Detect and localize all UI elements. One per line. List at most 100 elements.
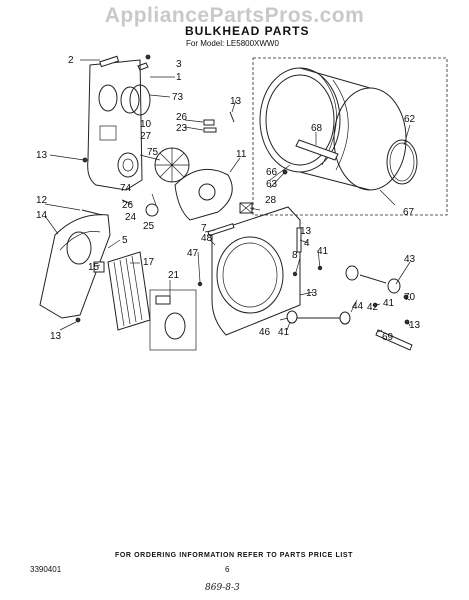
panel-opening-right [120, 86, 140, 114]
front-duct-opening [66, 231, 92, 265]
lint-filter-tab [99, 55, 120, 68]
callout-62: 62 [404, 114, 416, 125]
callout-13-mid: 13 [306, 288, 318, 299]
blower-vanes [155, 148, 189, 182]
callout-13-left: 13 [36, 150, 48, 161]
page-number: 6 [225, 565, 230, 574]
drum-seal-ring [386, 139, 418, 185]
drive-pulley [117, 152, 139, 178]
callout-numbers: 2 3 1 73 13 26 23 10 27 75 13 11 74 26 2… [36, 55, 421, 343]
callout-14: 14 [36, 210, 48, 221]
callout-11: 11 [236, 149, 247, 160]
callout-17: 17 [143, 257, 155, 268]
front-duct-curve [59, 231, 101, 251]
callout-28: 28 [265, 195, 277, 206]
blower-housing-port [198, 183, 216, 201]
model-label: For Model: LE5800XWW0 [186, 39, 279, 48]
document-number: 3390401 [30, 565, 62, 574]
diagram-title: BULKHEAD PARTS [185, 24, 310, 38]
seal-strip-7 [207, 223, 235, 237]
idler-arm [121, 199, 133, 205]
clip-3 [137, 62, 149, 71]
callout-46: 46 [259, 327, 271, 338]
callout-26-mid: 26 [122, 200, 134, 211]
thermostat-15 [93, 261, 105, 273]
callout-26-top: 26 [176, 112, 188, 123]
callout-24: 24 [125, 212, 137, 223]
callout-63: 63 [266, 179, 278, 190]
front-seal [129, 84, 151, 116]
callout-1: 1 [176, 72, 182, 83]
callout-66: 66 [266, 167, 278, 178]
screw-13-top [229, 111, 235, 123]
screw-13-right [404, 319, 410, 325]
harness-connector [155, 295, 171, 305]
callout-7: 7 [201, 223, 207, 234]
callout-74: 74 [120, 183, 132, 194]
callout-69: 69 [382, 332, 394, 343]
handwritten-note: 869-8-3 [205, 583, 240, 593]
callout-13-center: 13 [300, 226, 312, 237]
callout-13-bottom: 13 [50, 331, 62, 342]
panel-opening-left [98, 84, 118, 112]
callout-42: 42 [367, 302, 379, 313]
callout-2: 2 [68, 55, 74, 66]
roller-46 [286, 310, 298, 324]
bearing-23 [203, 127, 217, 133]
callout-5: 5 [122, 235, 128, 246]
screw-70 [403, 294, 409, 300]
leader-lines [44, 59, 411, 333]
vent-slot-4 [296, 227, 302, 253]
rear-bulkhead-inner [222, 242, 278, 308]
screw-47 [197, 281, 203, 287]
front-bulkhead-panel [87, 59, 143, 191]
screw-8 [292, 271, 298, 277]
bearing-26 [203, 119, 215, 126]
callout-48: 48 [201, 233, 213, 244]
callout-12: 12 [36, 195, 48, 206]
callout-13-right: 13 [409, 320, 421, 331]
rear-bulkhead-panel [211, 206, 301, 336]
callout-41-upper: 41 [317, 246, 329, 257]
callout-10: 10 [140, 119, 152, 130]
callout-70: 70 [404, 292, 416, 303]
callout-75: 75 [147, 147, 159, 158]
drum-outline-box [252, 57, 448, 216]
screw-13-bottom [75, 317, 81, 323]
callout-41-lower: 41 [278, 327, 290, 338]
front-bulkhead-group [87, 54, 151, 191]
harness-box [149, 289, 197, 351]
blower-housing [174, 168, 233, 221]
heater-duct-group [39, 209, 197, 351]
roller-44-lower [339, 311, 351, 325]
callout-43: 43 [404, 254, 416, 265]
drum-front-inner [265, 74, 335, 166]
callout-15: 15 [88, 262, 100, 273]
blower-group [82, 111, 253, 221]
callout-47: 47 [187, 248, 199, 259]
ordering-note: FOR ORDERING INFORMATION REFER TO PARTS … [115, 552, 354, 559]
callout-67: 67 [403, 207, 415, 218]
drum-seal-ring-inner [389, 142, 415, 182]
callout-21: 21 [168, 270, 180, 281]
front-duct-panel [39, 214, 111, 319]
drum-baffle [295, 139, 339, 161]
callout-68: 68 [311, 123, 323, 134]
harness-loop [164, 312, 186, 340]
screw-3 [145, 54, 151, 60]
callout-13-top: 13 [230, 96, 242, 107]
bracket-12 [81, 209, 103, 216]
callout-73: 73 [172, 92, 184, 103]
heater-coils [113, 255, 143, 327]
pad-28-cross [239, 202, 253, 214]
roller-shaft-upper [359, 274, 387, 284]
callout-23: 23 [176, 123, 188, 134]
callout-27: 27 [140, 131, 152, 142]
callout-3: 3 [176, 59, 182, 70]
callout-44: 44 [352, 301, 364, 312]
idler-pulley [145, 203, 159, 217]
support-bracket-69 [375, 329, 413, 351]
rear-bulkhead-seal-opening [216, 236, 284, 314]
callout-4: 4 [304, 238, 310, 249]
callout-8: 8 [292, 250, 298, 261]
